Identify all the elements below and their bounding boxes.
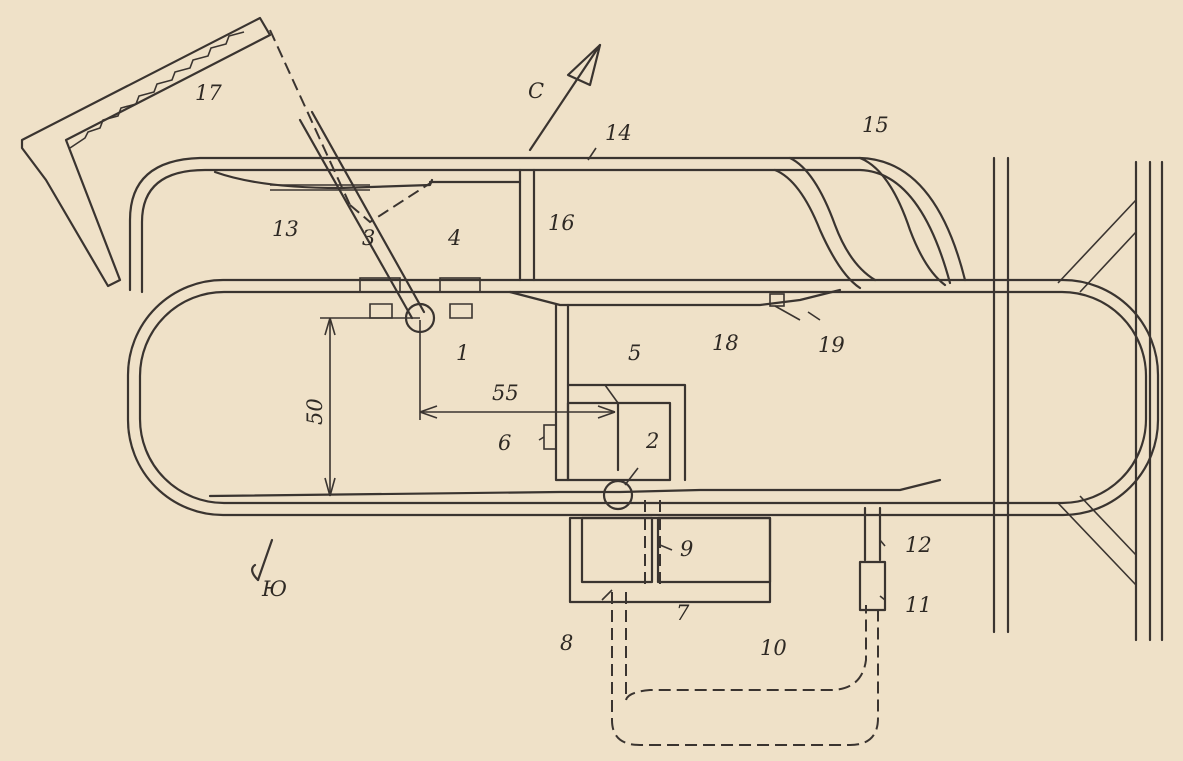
label-12: 12 (905, 533, 932, 557)
ramp-to-17 (269, 29, 426, 320)
right-lines (992, 156, 1164, 642)
north-label: С (528, 79, 544, 103)
callout-leaders (538, 147, 886, 601)
north-arrow (528, 43, 602, 152)
south-mark (251, 538, 274, 582)
label-18: 18 (712, 331, 739, 355)
turntable-2 (602, 479, 634, 511)
label-1: 1 (456, 341, 469, 365)
central-buildings (543, 303, 687, 482)
label-5: 5 (628, 341, 641, 365)
main-ring-track (126, 278, 1160, 517)
track-10 (611, 592, 879, 746)
label-9: 9 (680, 537, 693, 561)
label-3: 3 (362, 226, 375, 250)
dimension-55 (419, 320, 616, 420)
track-bottom (208, 478, 942, 511)
label-7: 7 (676, 601, 690, 625)
label-16: 16 (548, 211, 575, 235)
label-4: 4 (447, 226, 461, 250)
equipment-3-4 (359, 277, 481, 334)
label-2: 2 (645, 429, 659, 453)
label-13: 13 (272, 217, 299, 241)
dimension-55-label: 55 (492, 381, 519, 405)
dimension-50-label: 50 (303, 398, 327, 425)
building-16 (518, 168, 536, 282)
label-6: 6 (498, 431, 511, 455)
label-19: 19 (818, 333, 845, 357)
label-15: 15 (862, 113, 889, 137)
building-17 (20, 16, 272, 288)
dimension-50 (320, 317, 420, 497)
label-11: 11 (905, 593, 932, 617)
crossover-tracks (773, 156, 947, 290)
label-17: 17 (195, 81, 222, 105)
label-10: 10 (760, 636, 787, 660)
siding-11-12 (858, 506, 887, 612)
south-label: Ю (261, 577, 287, 601)
label-14: 14 (605, 121, 632, 145)
label-8: 8 (560, 631, 573, 655)
track-13-spur (213, 170, 522, 224)
track-18 (508, 288, 842, 321)
